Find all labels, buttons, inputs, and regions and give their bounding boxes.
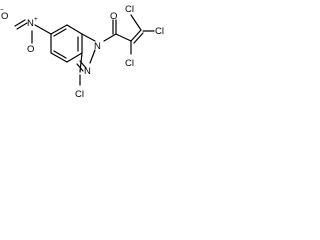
ring-n2-label: N (84, 66, 91, 77)
nitro-n-label: N (27, 18, 34, 29)
bond (115, 33, 132, 42)
double-bond (133, 32, 144, 44)
bond (50, 52, 68, 63)
double-bond (14, 19, 26, 27)
cl-top-right-label: Cl (155, 26, 164, 37)
nitro-n-charge: + (34, 16, 38, 23)
bond (66, 24, 83, 35)
pyrazole-ring (76, 33, 96, 73)
nitro-o-left-label: O (1, 11, 8, 22)
cl-top-left-label: Cl (125, 4, 134, 15)
bond (66, 52, 83, 63)
double-bond (16, 22, 28, 30)
bond (103, 33, 117, 42)
nitro-o-left-charge: − (0, 7, 4, 14)
trichloroacryloyl-group: O Cl Cl Cl (103, 4, 164, 69)
nitro-o-bottom-label: O (27, 44, 34, 55)
nitro-group: N + O − O (0, 7, 52, 55)
benzene-ring (50, 24, 83, 63)
chemical-structure: N + O − O N N Cl O Cl Cl Cl (0, 4, 164, 100)
bond (81, 33, 96, 42)
cl-bottom-label: Cl (125, 58, 134, 69)
bond (89, 49, 96, 64)
bond (79, 52, 83, 73)
bond (34, 24, 52, 35)
bond (130, 14, 142, 31)
bond (50, 24, 68, 35)
double-bond (53, 50, 67, 59)
cl-ring-label: Cl (75, 89, 84, 100)
double-bond (53, 28, 67, 37)
double-bond (130, 29, 142, 42)
ring-n1-label: N (94, 41, 101, 52)
carbonyl-o-label: O (110, 11, 117, 22)
